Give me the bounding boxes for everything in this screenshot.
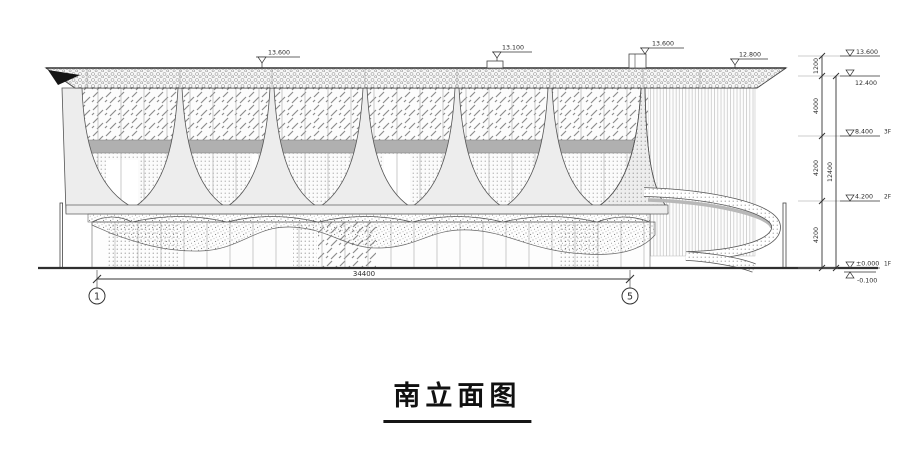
elevation-value: 13.100 xyxy=(502,45,524,52)
rooftop-box xyxy=(628,53,647,69)
dim-total-value: 12400 xyxy=(827,162,834,182)
extension-lines xyxy=(798,55,840,269)
overall-dimension: 34400 1 5 xyxy=(88,270,639,305)
elevation-marker: 13.600 xyxy=(256,50,300,68)
ramp-balustrade-front xyxy=(685,252,756,272)
floor-label: 1F xyxy=(884,262,891,268)
level-value: 13.600 xyxy=(856,49,878,56)
lower-floor xyxy=(91,221,656,269)
left-post xyxy=(59,202,63,269)
level-value: ±0.000 xyxy=(856,261,879,268)
floor-label: 2F xyxy=(884,195,891,201)
right-level-markers: 13.600 12.400 8.400 3F 4.200 2F ±0.000 1… xyxy=(838,49,891,285)
level-value: 12.400 xyxy=(855,80,877,87)
roof-joints xyxy=(86,69,701,87)
level-value: 8.400 xyxy=(855,129,873,136)
right-post xyxy=(782,202,787,269)
elevation-marker: 12.800 xyxy=(730,52,768,68)
dim-value: 4200 xyxy=(813,227,820,243)
parapet-step xyxy=(486,60,504,69)
drawing-title: 南立面图 xyxy=(383,374,532,423)
overall-dim-value: 34400 xyxy=(353,270,375,278)
grid-label: 1 xyxy=(94,292,100,303)
level-value: -0.100 xyxy=(857,278,877,285)
ramp-balustrade xyxy=(643,188,780,260)
wave-band xyxy=(91,221,656,255)
dim-value: 4000 xyxy=(813,98,820,114)
dim-value: 1200 xyxy=(813,58,820,74)
right-dimension-scale: 1200 4000 4200 4200 12400 13.600 12.400 … xyxy=(798,49,891,285)
overall-dim-ticks xyxy=(92,274,635,284)
grid-label: 5 xyxy=(627,292,633,303)
upper-floor xyxy=(61,87,669,223)
elevation-value: 13.600 xyxy=(652,41,674,48)
elevation-value: 12.800 xyxy=(739,52,761,59)
upper-floor-base-band xyxy=(65,204,669,215)
floor-label: 3F xyxy=(884,130,891,136)
stair-drum xyxy=(647,87,756,257)
roof xyxy=(44,53,788,89)
elevation-value: 13.600 xyxy=(268,50,290,57)
spiral-ramp xyxy=(643,187,781,273)
roof-edge-arrow xyxy=(48,70,80,85)
dim-ticks xyxy=(818,52,826,272)
dim-value: 4200 xyxy=(813,160,820,176)
top-elevation-markers: 13.600 13.100 13.600 12.800 xyxy=(256,41,768,68)
elevation-marker: 13.600 xyxy=(640,41,684,55)
grid-bubble-5: 5 xyxy=(621,287,639,305)
elevation-marker: 13.100 xyxy=(492,45,532,61)
level-value: 4.200 xyxy=(855,194,873,201)
scallop-band xyxy=(87,213,651,223)
trumpet-columns xyxy=(61,87,669,214)
scallop-arcs xyxy=(91,216,651,223)
grid-bubble-1: 1 xyxy=(88,287,106,305)
